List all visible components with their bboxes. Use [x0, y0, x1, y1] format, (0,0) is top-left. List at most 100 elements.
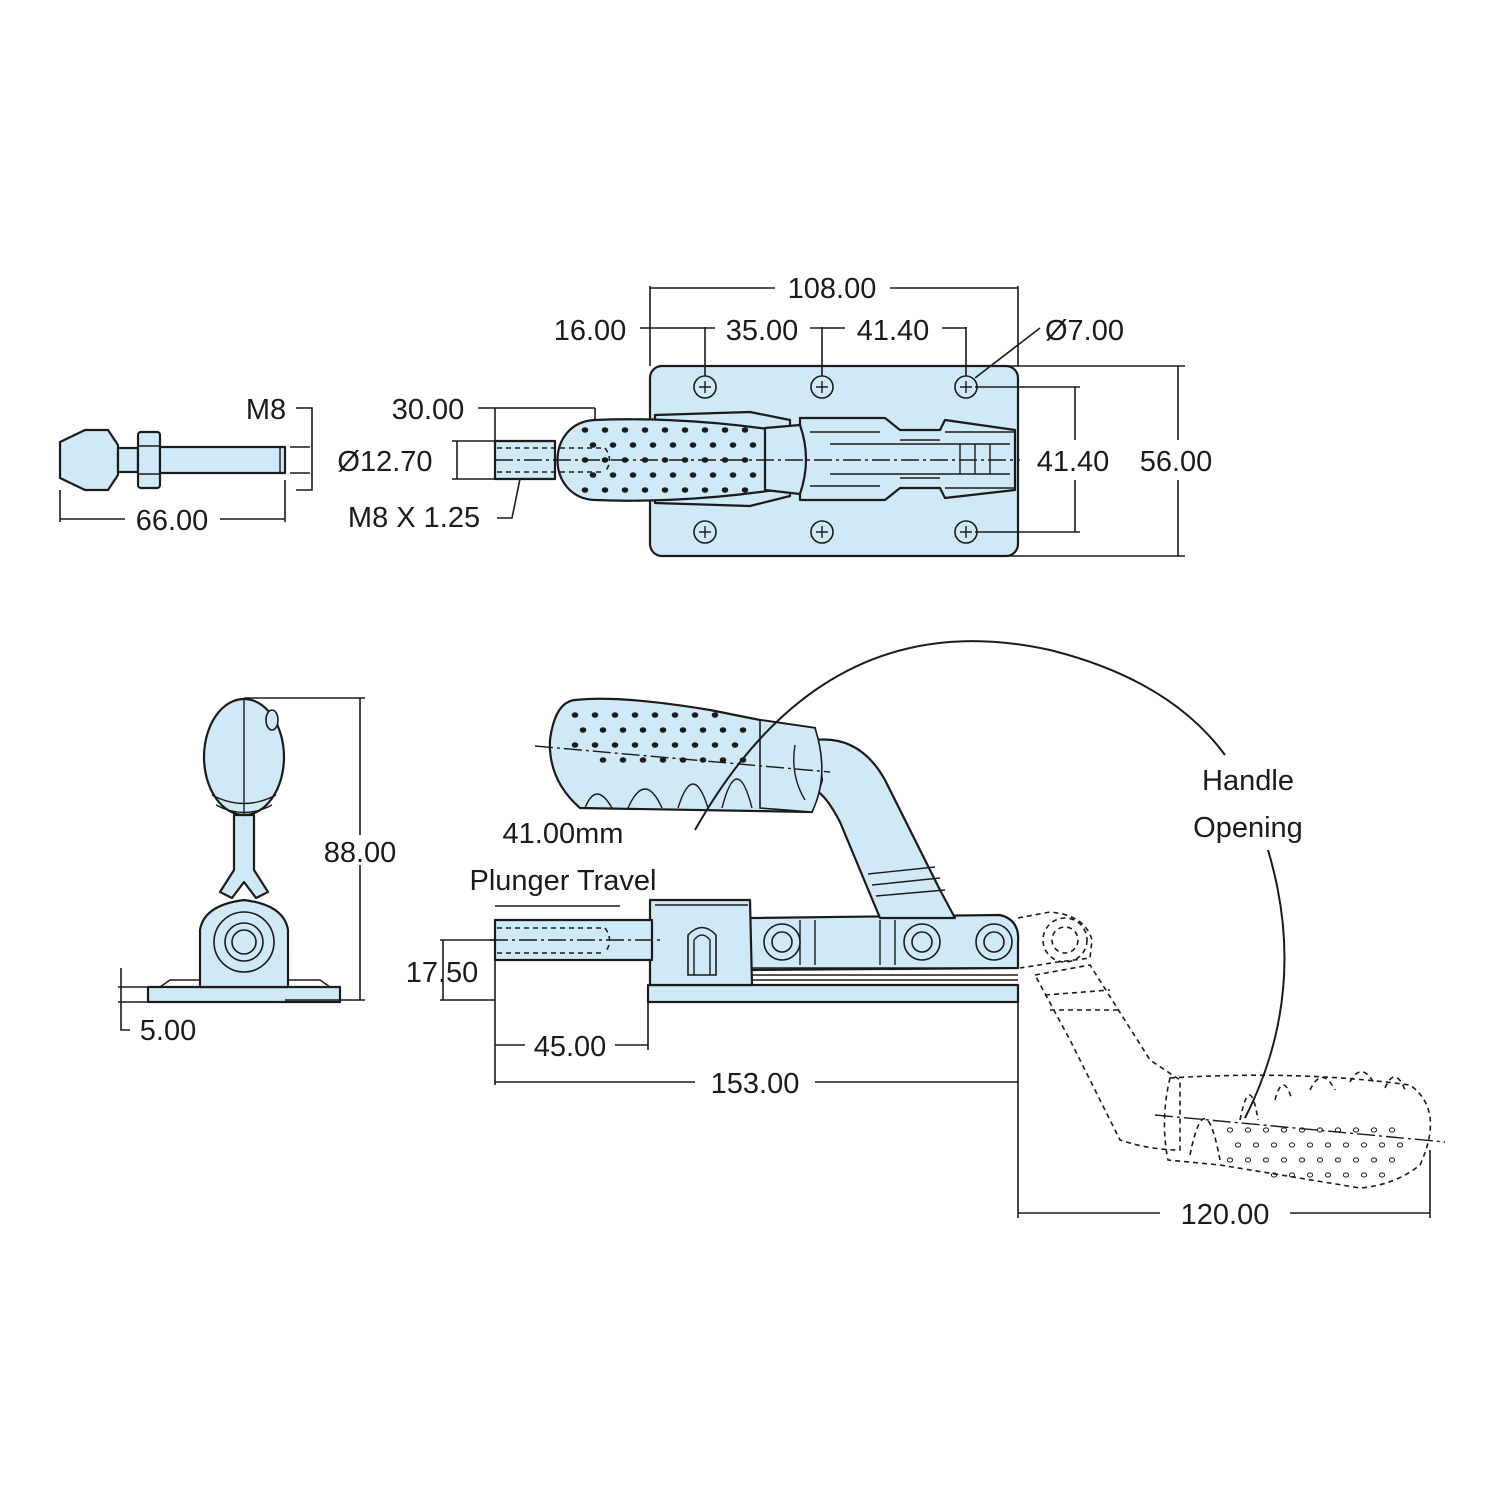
dimple [1388, 1157, 1396, 1163]
dimple [681, 427, 689, 433]
dimple [1244, 1127, 1252, 1133]
dimple [639, 757, 647, 763]
dimple [1378, 1172, 1386, 1178]
dimple [741, 427, 749, 433]
spindle-tip [58, 428, 120, 492]
dimple [719, 727, 727, 733]
dimple [1288, 1142, 1296, 1148]
grip-dimples-closed [571, 712, 747, 763]
dimple [1352, 1127, 1360, 1133]
dimple [1280, 1157, 1288, 1163]
handle-open-position [1017, 911, 1446, 1189]
dimple [609, 472, 617, 478]
dimple [699, 727, 707, 733]
dimple [711, 712, 719, 718]
dimple [749, 442, 757, 448]
dimple [679, 727, 687, 733]
dimple [591, 742, 599, 748]
dim-17-50-label: 17.50 [406, 957, 479, 989]
dimple [601, 487, 609, 493]
dimple [1226, 1127, 1234, 1133]
dimple [1306, 1172, 1314, 1178]
dim-45-label: 45.00 [534, 1031, 607, 1063]
dimple [721, 487, 729, 493]
dim-hole-label: Ø7.00 [1045, 315, 1124, 347]
dimple [1270, 1172, 1278, 1178]
dimple [1226, 1157, 1234, 1163]
dimple [749, 472, 757, 478]
spindle-nut [136, 430, 162, 490]
dimple [1360, 1142, 1368, 1148]
dimple [621, 487, 629, 493]
mounting-holes [693, 375, 978, 544]
dimple [649, 442, 657, 448]
dimple [1370, 1157, 1378, 1163]
dimple [1324, 1142, 1332, 1148]
dimple [651, 712, 659, 718]
dimple [731, 742, 739, 748]
dimple [739, 727, 747, 733]
dimple [599, 727, 607, 733]
dimple [1324, 1172, 1332, 1178]
dimple [611, 742, 619, 748]
dimple [1334, 1157, 1342, 1163]
top-view: 108.00 16.00 35.00 41.40 Ø7.00 41.40 56.… [337, 273, 1212, 558]
dimple [1378, 1142, 1386, 1148]
dimple [589, 442, 597, 448]
travel-value-label: 41.00mm [503, 818, 624, 850]
handle-opening-arc [694, 640, 1226, 831]
dim-88-label: 88.00 [324, 837, 397, 869]
dimple [621, 427, 629, 433]
dimple [711, 742, 719, 748]
mounting-hole [693, 520, 717, 544]
end-view: 88.00 5.00 [118, 697, 397, 1047]
dimple [729, 442, 737, 448]
grip-dimples-open [1226, 1127, 1404, 1178]
dim-dia-12-70-label: Ø12.70 [337, 446, 432, 478]
spindle-rod [158, 445, 287, 475]
dimple [1306, 1142, 1314, 1148]
dim-thread-label: M8 X 1.25 [348, 502, 480, 534]
dimple [721, 427, 729, 433]
dimple [1352, 1157, 1360, 1163]
dimple [651, 742, 659, 748]
dimple [691, 742, 699, 748]
dimple [701, 487, 709, 493]
mounting-hole [810, 520, 834, 544]
dimple [709, 472, 717, 478]
dimple [661, 427, 669, 433]
dimple [619, 757, 627, 763]
grip-dimples [581, 427, 757, 493]
dimple [579, 727, 587, 733]
dimple [631, 742, 639, 748]
dimple [649, 472, 657, 478]
dimple [659, 727, 667, 733]
dimple [701, 427, 709, 433]
dimple [1270, 1142, 1278, 1148]
spindle-view: M8 66.00 [58, 394, 313, 537]
dimple [641, 427, 649, 433]
dimple [1360, 1172, 1368, 1178]
dimple [1396, 1142, 1404, 1148]
mounting-hole [954, 375, 978, 399]
dim-153-label: 153.00 [711, 1068, 800, 1100]
dimple [671, 742, 679, 748]
dimple [639, 727, 647, 733]
linkage [798, 416, 1017, 502]
side-base [646, 983, 1020, 1004]
dimple [589, 472, 597, 478]
dimple [719, 757, 727, 763]
dimple [581, 427, 589, 433]
dimple [1234, 1142, 1242, 1148]
side-view: Handle Opening 41.00mm Plunger Travel 17… [406, 640, 1446, 1231]
dimple [581, 487, 589, 493]
dimple [709, 442, 717, 448]
dimple [1252, 1142, 1260, 1148]
dimple [1262, 1157, 1270, 1163]
dimple [1370, 1127, 1378, 1133]
dimple [619, 727, 627, 733]
dimple [1342, 1172, 1350, 1178]
dimple [699, 757, 707, 763]
dimple [1262, 1127, 1270, 1133]
